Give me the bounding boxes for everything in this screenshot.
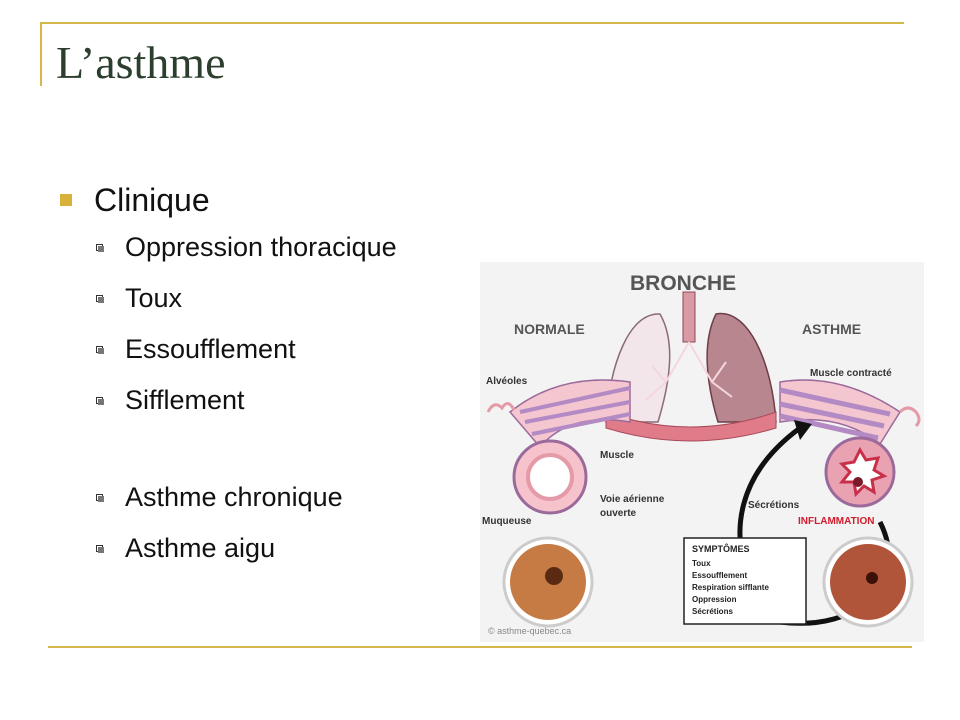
- image-credit: © asthme-quebec.ca: [488, 626, 571, 636]
- sub-bullet: Asthme chronique: [60, 472, 500, 523]
- normal-muscle-bands: [519, 386, 631, 436]
- symptoms-box-title: SYMPTÔMES: [692, 543, 750, 554]
- bronchial-tree: [645, 341, 733, 401]
- open-airway-label: Voie aérienne: [600, 494, 665, 505]
- bullet-text: Clinique: [94, 181, 210, 218]
- diaphragm: [605, 411, 777, 442]
- slide-title: L’asthme: [56, 37, 226, 88]
- open-airway-label-2: ouverte: [600, 508, 637, 519]
- sub-bullet: Essoufflement: [60, 324, 500, 375]
- symptoms-box-item: Essoufflement: [692, 571, 747, 580]
- symptoms-box-item: Respiration sifflante: [692, 583, 769, 592]
- normal-endoscopy-lumen: [545, 567, 563, 585]
- square-bullet-icon: [60, 194, 72, 206]
- muscle-label: Muscle: [600, 450, 634, 461]
- frame-bottom-line: [48, 646, 912, 648]
- hollow-square-bullet-icon: [96, 346, 104, 354]
- sub-bullet: Sifflement: [60, 375, 500, 426]
- hollow-square-bullet-icon: [96, 545, 104, 553]
- sub-bullet-text: Asthme chronique: [125, 482, 343, 512]
- symptoms-box: [683, 537, 807, 625]
- arrow-head-icon: [794, 420, 812, 440]
- asthma-label: ASTHME: [802, 321, 861, 337]
- hollow-square-bullet-icon: [96, 244, 104, 252]
- inflammation-label: INFLAMMATION: [798, 516, 874, 527]
- sub-bullet: Oppression thoracique: [60, 222, 500, 273]
- hollow-square-bullet-icon: [96, 397, 104, 405]
- mucosa-label: Muqueuse: [482, 516, 532, 527]
- bronchus-title: BRONCHE: [630, 272, 736, 295]
- bullet-list: Clinique Oppression thoracique Toux Esso…: [60, 178, 500, 574]
- sub-bullet-text: Essoufflement: [125, 334, 296, 364]
- frame-left-line: [40, 22, 42, 86]
- sub-bullet-text: Toux: [125, 283, 183, 313]
- asthma-narrowed-lumen: [838, 446, 888, 498]
- bronchus-diagram: BRONCHE NORMALE ASTHME Alvéoles Muscle M…: [480, 262, 924, 642]
- alveoli-icon: [898, 406, 921, 428]
- trachea: [682, 291, 696, 343]
- alveoli-icon: [486, 402, 516, 413]
- sub-bullet-text: Asthme aigu: [125, 533, 276, 563]
- asthma-endoscopy-lumen: [866, 572, 878, 584]
- spacer: [60, 426, 500, 472]
- symptoms-box-item: Toux: [692, 559, 711, 568]
- sub-bullet: Asthme aigu: [60, 523, 500, 574]
- secretions-label: Sécrétions: [748, 500, 800, 511]
- contracted-muscle-bands: [779, 387, 891, 441]
- frame-top-line: [40, 22, 904, 24]
- hollow-square-bullet-icon: [96, 494, 104, 502]
- bullet-clinique: Clinique: [60, 178, 500, 222]
- bronchus-illustration: BRONCHE NORMALE ASTHME Alvéoles Muscle M…: [480, 262, 924, 642]
- symptoms-box-item: Sécrétions: [692, 607, 733, 616]
- sub-bullet-text: Sifflement: [125, 385, 245, 415]
- symptoms-box-item: Oppression: [692, 595, 737, 604]
- hollow-square-bullet-icon: [96, 295, 104, 303]
- contracted-muscle-label: Muscle contracté: [810, 368, 892, 379]
- alveoli-label: Alvéoles: [486, 376, 528, 387]
- normal-label: NORMALE: [514, 321, 585, 337]
- sub-bullet: Toux: [60, 273, 500, 324]
- secretion-blob: [853, 477, 863, 487]
- sub-bullet-text: Oppression thoracique: [125, 232, 397, 262]
- normal-airway-lumen: [526, 453, 574, 501]
